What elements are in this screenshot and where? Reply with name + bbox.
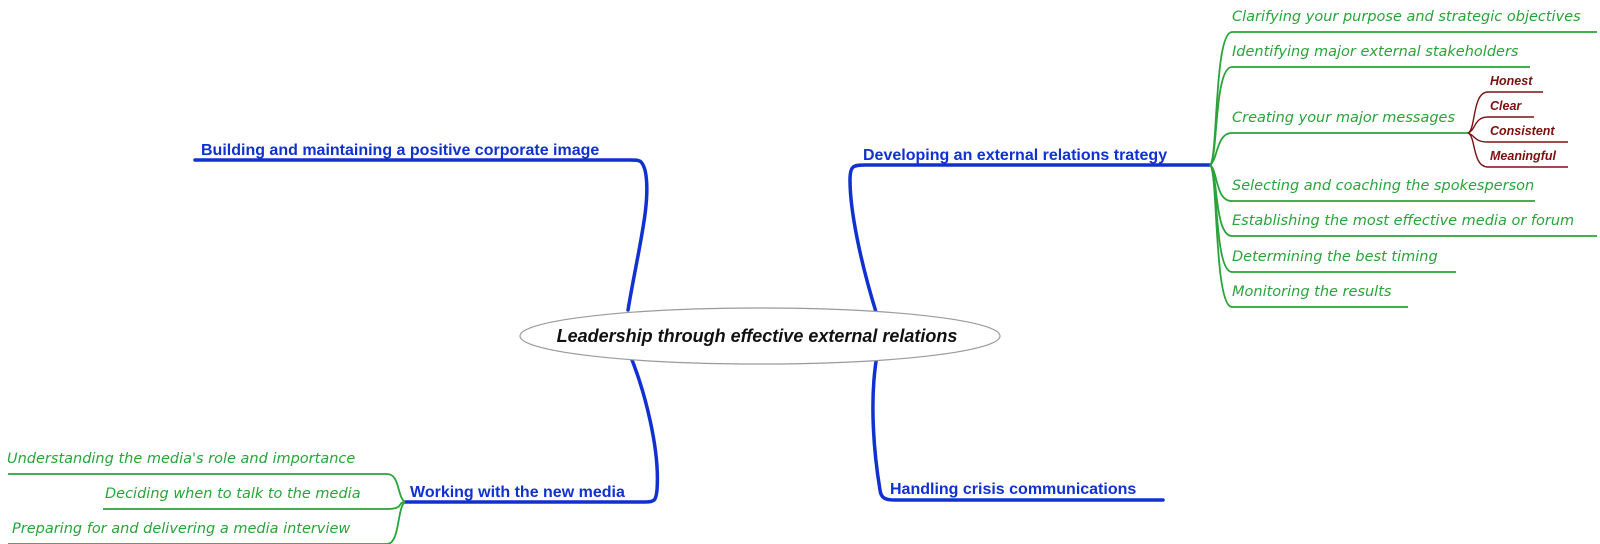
- connector-sub-messages: [1209, 132, 1468, 166]
- connector-corporate-image: [193, 158, 649, 312]
- subtopic-purpose[interactable]: Clarifying your purpose and strategic ob…: [1232, 9, 1581, 25]
- topic-new-media[interactable]: Working with the new media: [410, 484, 625, 501]
- main-connectors: [193, 158, 1212, 504]
- leaf-consistent[interactable]: Consistent: [1490, 124, 1555, 138]
- central-topic-ellipse: [519, 307, 1001, 365]
- subtopic-monitoring[interactable]: Monitoring the results: [1232, 284, 1392, 300]
- connector-sub-when-talk: [103, 501, 406, 510]
- topic-crisis[interactable]: Handling crisis communications: [890, 481, 1136, 498]
- connector-sub-stakeholders: [1209, 66, 1530, 166]
- connector-leaf-honest: [1467, 91, 1543, 134]
- subtopic-media-role[interactable]: Understanding the media's role and impor…: [7, 451, 355, 467]
- central-topic[interactable]: Leadership through effective external re…: [519, 307, 1001, 365]
- messages-leaf-connectors: [1467, 91, 1568, 168]
- central-topic-title: Leadership through effective external re…: [557, 326, 958, 346]
- connector-strategy: [848, 163, 1212, 314]
- connector-leaf-meaningful: [1467, 132, 1568, 168]
- topic-corporate-image[interactable]: Building and maintaining a positive corp…: [201, 142, 599, 159]
- topic-strategy[interactable]: Developing an external relations trategy: [863, 147, 1167, 164]
- leaf-meaningful[interactable]: Meaningful: [1490, 149, 1556, 163]
- connector-crisis: [871, 348, 1165, 502]
- strategy-sub-connectors: [1209, 31, 1597, 308]
- subtopic-interview[interactable]: Preparing for and delivering a media int…: [12, 521, 350, 537]
- leaf-clear[interactable]: Clear: [1490, 99, 1522, 113]
- connector-new-media: [403, 348, 660, 504]
- subtopic-spokesperson[interactable]: Selecting and coaching the spokesperson: [1232, 178, 1534, 194]
- connector-sub-media-role: [8, 473, 406, 503]
- subtopic-timing[interactable]: Determining the best timing: [1232, 249, 1438, 265]
- subtopic-stakeholders[interactable]: Identifying major external stakeholders: [1232, 44, 1519, 60]
- connector-leaf-clear: [1467, 116, 1534, 134]
- subtopic-messages[interactable]: Creating your major messages: [1232, 110, 1455, 126]
- subtopic-when-talk[interactable]: Deciding when to talk to the media: [105, 486, 361, 502]
- leaf-honest[interactable]: Honest: [1490, 74, 1533, 88]
- subtopic-media-forum[interactable]: Establishing the most effective media or…: [1232, 213, 1574, 229]
- connector-sub-monitoring: [1209, 164, 1408, 308]
